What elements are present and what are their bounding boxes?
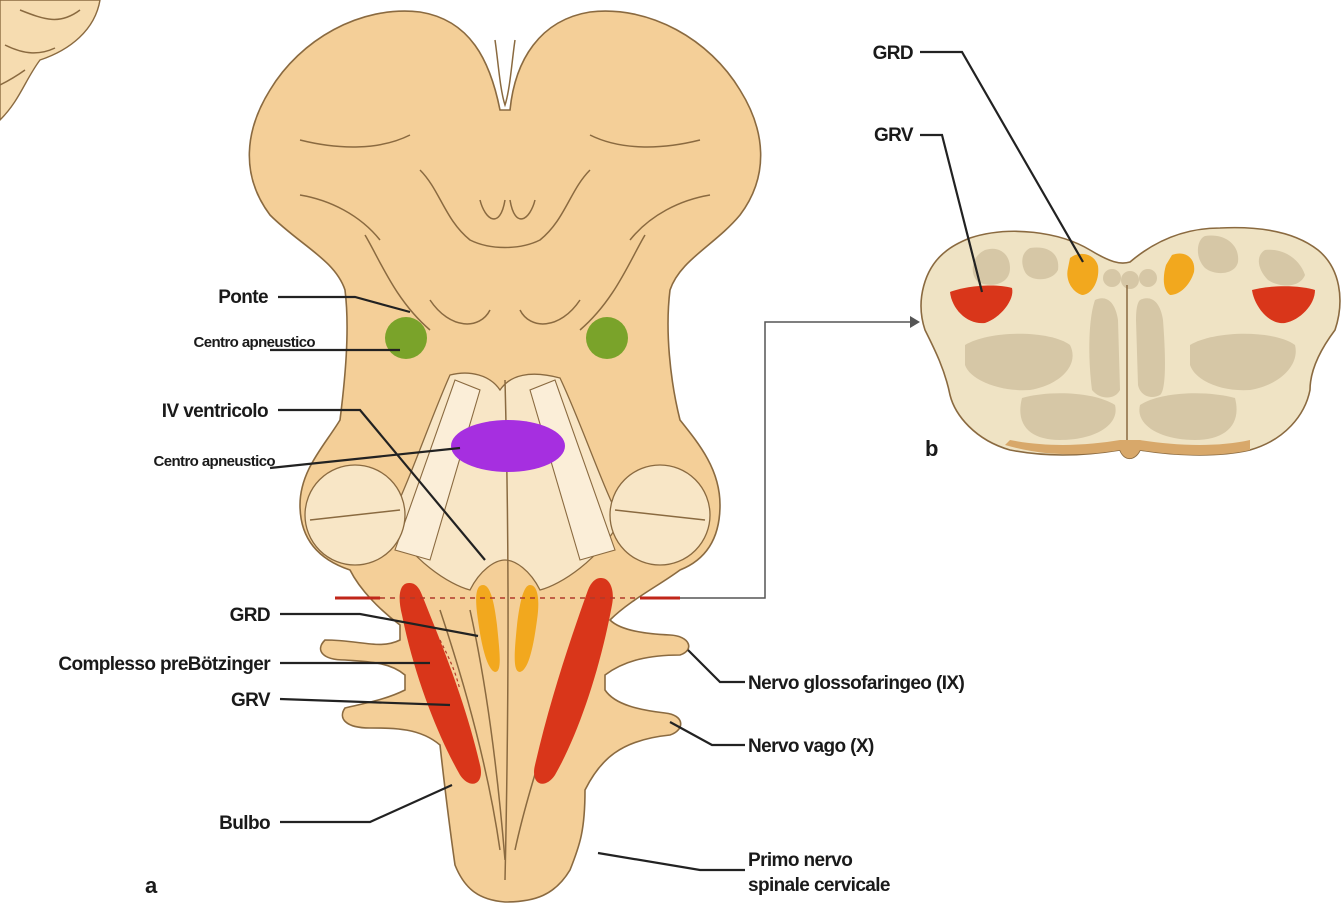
label-iv-ventricolo: IV ventricolo bbox=[162, 401, 268, 422]
section-pointer-arrowhead bbox=[910, 316, 920, 328]
label-complesso-prebotzinger: Complesso preBötzinger bbox=[58, 654, 271, 675]
label-grv-b: GRV bbox=[874, 125, 914, 146]
panel-letter-a: a bbox=[145, 873, 158, 898]
pneumotaxic-center bbox=[451, 420, 565, 472]
label-centro-apneustico-2: Centro apneustico bbox=[154, 453, 276, 470]
label-bulbo: Bulbo bbox=[219, 813, 270, 834]
label-nervo-glossofaringeo: Nervo glossofaringeo (IX) bbox=[748, 673, 964, 694]
medulla-cross-section bbox=[921, 228, 1340, 459]
label-nervo-vago: Nervo vago (X) bbox=[748, 736, 874, 757]
section-pointer-line bbox=[680, 322, 910, 598]
apneustic-center-left bbox=[385, 317, 427, 359]
label-primo-nervo-line1: Primo nervo bbox=[748, 850, 852, 871]
label-grv-a: GRV bbox=[231, 690, 271, 711]
apneustic-center-right bbox=[586, 317, 628, 359]
label-ponte: Ponte bbox=[218, 287, 268, 308]
cerebellum-fragment bbox=[0, 0, 100, 120]
label-centro-apneustico-1: Centro apneustico bbox=[194, 334, 316, 351]
labels-b: GRD GRV b bbox=[873, 43, 938, 461]
label-primo-nervo-line2: spinale cervicale bbox=[748, 875, 890, 896]
label-grd-b: GRD bbox=[873, 43, 913, 64]
panel-letter-b: b bbox=[925, 436, 938, 461]
label-grd-a: GRD bbox=[230, 605, 270, 626]
